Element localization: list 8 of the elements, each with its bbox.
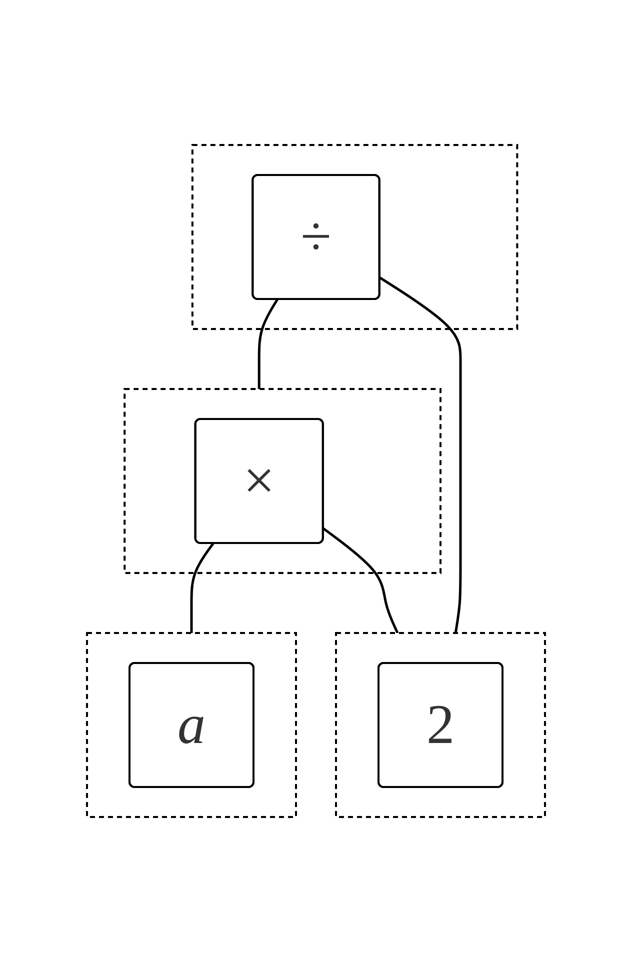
- connector: [257, 298, 278, 388]
- cluster: [86, 632, 296, 818]
- cluster: [334, 632, 546, 818]
- cluster: [190, 144, 518, 330]
- cluster: [123, 388, 441, 574]
- connector: [322, 526, 398, 634]
- connector: [190, 542, 214, 632]
- connector: [378, 276, 462, 633]
